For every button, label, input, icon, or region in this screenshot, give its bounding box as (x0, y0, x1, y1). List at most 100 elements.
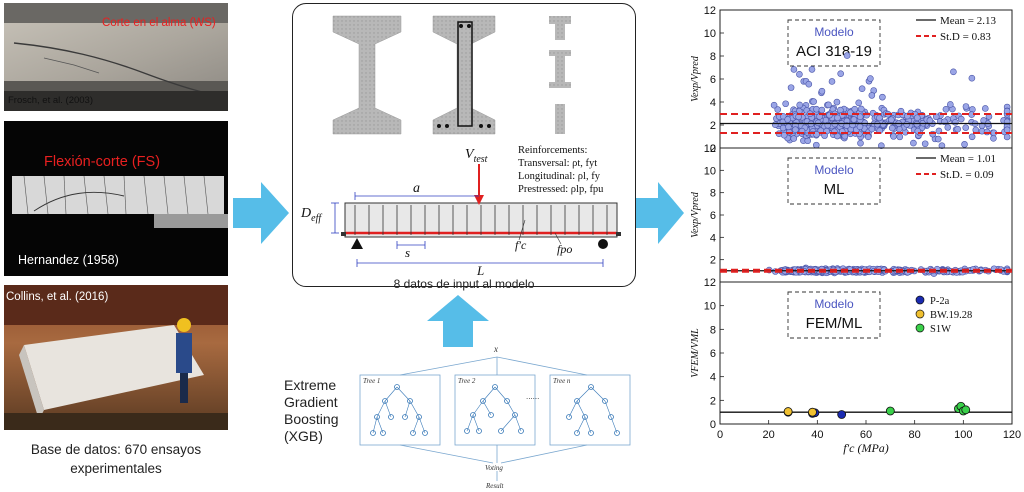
deff-label: Deff (301, 206, 322, 224)
tree1-label: Tree 1 (363, 377, 381, 385)
tree2-label: Tree 2 (458, 377, 476, 385)
model-box-name: ACI 318-19 (796, 43, 872, 60)
data-point (929, 130, 937, 138)
beam-schematic (331, 15, 621, 267)
data-point (814, 119, 822, 127)
data-point (981, 105, 989, 112)
x-tick-label: 60 (860, 429, 872, 441)
data-point (792, 126, 799, 133)
data-point (818, 87, 826, 95)
data-point (921, 140, 929, 148)
data-point (1003, 133, 1011, 141)
data-point (957, 115, 965, 123)
data-point (837, 70, 844, 77)
data-point (808, 407, 817, 417)
data-point (805, 80, 813, 88)
data-point (947, 101, 954, 108)
y-tick-label: 12 (704, 5, 716, 17)
data-point (983, 128, 991, 136)
span-length-label: L (477, 263, 485, 278)
data-point (828, 78, 836, 85)
legend-std-label: St.D. = 0.09 (940, 169, 994, 181)
data-point (934, 135, 942, 143)
beam-elevation (331, 164, 621, 267)
y-tick-label: 4 (710, 372, 716, 384)
database-caption-line1: Base de datos: 670 ensayos (30, 442, 202, 457)
x-tick-label: 20 (763, 429, 775, 441)
concrete-strength-label: f′c (515, 238, 527, 252)
data-point (771, 121, 779, 129)
xgb-line3: Boosting (284, 411, 339, 427)
y-axis-label: Vexp/Vpred (690, 191, 701, 238)
data-point (890, 133, 897, 140)
lab-test-credit: Collins, et al. (2016) (6, 291, 109, 303)
decision-tree-nodes (370, 384, 620, 436)
x-tick-label: 0 (717, 429, 723, 441)
data-point (879, 93, 886, 101)
longitudinal-item: Longitudinal: ρl, fy (518, 171, 600, 182)
y-tick-label: 6 (710, 210, 716, 222)
data-point (779, 124, 787, 132)
data-point (910, 139, 917, 147)
data-point (961, 405, 971, 415)
data-point (833, 98, 841, 106)
data-point (808, 66, 816, 73)
model-box-name: ML (824, 181, 845, 198)
data-point (896, 133, 904, 141)
data-point (790, 66, 798, 73)
arrow-right-icon (233, 182, 289, 244)
tree-ellipsis: ...... (526, 392, 540, 401)
data-point (810, 98, 817, 105)
arrow-right-icon (636, 182, 684, 244)
data-point (787, 84, 795, 91)
data-point (818, 106, 826, 114)
data-point (878, 142, 885, 149)
y-tick-label: 10 (704, 28, 716, 40)
y-tick-label: 8 (710, 188, 716, 200)
data-point (851, 105, 859, 113)
data-point (968, 74, 976, 82)
legend-label: S1W (930, 324, 951, 335)
data-point (790, 135, 798, 142)
xgb-line2: Gradient (284, 394, 338, 410)
data-point (968, 133, 976, 141)
y-tick-label: 0 (710, 143, 716, 155)
web-shear-label: Corte en el alma (WS) (102, 17, 216, 29)
voting-label: Voting (485, 464, 503, 472)
database-caption: Base de datos: 670 ensayos experimentale… (4, 440, 228, 478)
arrow-up-icon (427, 295, 489, 347)
legend-marker (915, 309, 925, 319)
x-axis-label: f′c (MPa) (843, 441, 889, 455)
data-point (942, 106, 950, 113)
legend-std-label: St.D = 0.83 (940, 31, 991, 43)
data-point (783, 407, 793, 416)
photo-web-shear: Corte en el alma (WS) Frosch, et al. (20… (4, 3, 228, 111)
prestressed-item: Prestressed: ρlp, fpu (518, 184, 604, 195)
y-tick-label: 10 (704, 165, 716, 177)
data-point (950, 68, 957, 76)
x-tick-label: 40 (811, 429, 823, 441)
xgb-line4: (XGB) (284, 428, 323, 444)
model-box-title: Modelo (814, 297, 854, 311)
data-point (888, 116, 895, 124)
y-tick-label: 10 (704, 301, 716, 313)
y-tick-label: 4 (710, 232, 716, 244)
y-tick-label: 2 (710, 395, 716, 407)
data-point (926, 117, 934, 124)
xgb-ensemble-diagram (359, 356, 631, 481)
data-point (782, 100, 789, 108)
data-point (962, 124, 970, 131)
photo-lab-test: Collins, et al. (2016) (4, 285, 228, 430)
reinforcements-list: Reinforcements: Transversal: ρt, fyt Lon… (518, 144, 603, 196)
data-point (843, 52, 851, 59)
reinforcements-title: Reinforcements: (518, 145, 588, 156)
xgb-line1: Extreme (284, 377, 337, 393)
legend-mean-label: Mean = 2.13 (940, 15, 996, 27)
y-axis-label: VFEM/VML (690, 328, 701, 378)
flexure-shear-beam-illustration (12, 175, 228, 228)
data-point (834, 114, 841, 122)
data-point (903, 120, 911, 128)
data-point (990, 135, 997, 142)
data-point (796, 101, 803, 109)
model-name-box (787, 19, 881, 67)
